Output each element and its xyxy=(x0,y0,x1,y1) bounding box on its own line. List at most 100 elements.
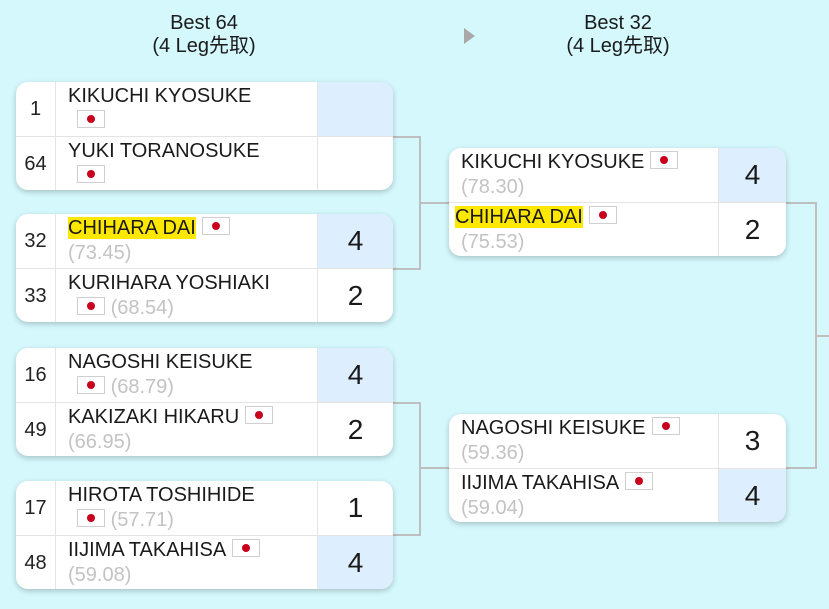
arrow-right-icon[interactable] xyxy=(464,28,475,44)
bracket-connector xyxy=(815,335,829,337)
match-card[interactable]: 32 CHIHARA DAI (73.45) 4 33 KURIHARA YOS… xyxy=(16,214,393,322)
score-cell: 4 xyxy=(317,536,393,589)
score-cell xyxy=(317,82,393,136)
round-header-best64: Best 64 (4 Leg先取) xyxy=(104,12,304,58)
seed-number: 33 xyxy=(16,269,56,322)
round-header-best32: Best 32 (4 Leg先取) xyxy=(518,12,718,58)
japan-flag-icon xyxy=(650,151,679,169)
player-row[interactable]: NAGOSHI KEISUKE (59.36) 3 xyxy=(449,414,786,468)
player-row[interactable]: KIKUCHI KYOSUKE (78.30) 4 xyxy=(449,148,786,202)
japan-flag-icon xyxy=(77,165,105,183)
player-info: KAKIZAKI HIKARU (66.95) xyxy=(68,405,274,455)
player-name[interactable]: NAGOSHI KEISUKE xyxy=(68,351,253,373)
player-row[interactable]: 32 CHIHARA DAI (73.45) 4 xyxy=(16,214,393,268)
round-format: (4 Leg先取) xyxy=(566,35,670,57)
seed-number: 16 xyxy=(16,348,56,402)
bracket-connector xyxy=(786,467,816,469)
player-info: KURIHARA YOSHIAKI (68.54) xyxy=(68,271,270,321)
round-title: Best 64 xyxy=(170,12,238,34)
japan-flag-icon xyxy=(77,509,105,527)
player-name[interactable]: IIJIMA TAKAHISA xyxy=(68,539,227,561)
bracket-connector xyxy=(419,467,450,469)
player-row[interactable]: 17 HIROTA TOSHIHIDE (57.71) 1 xyxy=(16,481,393,535)
player-name[interactable]: HIROTA TOSHIHIDE xyxy=(68,484,255,506)
score-cell: 1 xyxy=(317,481,393,535)
match-card[interactable]: KIKUCHI KYOSUKE (78.30) 4 CHIHARA DAI (7… xyxy=(449,148,786,256)
player-row[interactable]: 33 KURIHARA YOSHIAKI (68.54) 2 xyxy=(16,268,393,322)
seed-number: 1 xyxy=(16,82,56,136)
player-average: (78.30) xyxy=(461,176,525,198)
bracket-connector xyxy=(786,202,816,204)
japan-flag-icon xyxy=(588,206,617,224)
player-name[interactable]: KIKUCHI KYOSUKE xyxy=(461,151,645,173)
player-name[interactable]: YUKI TORANOSUKE xyxy=(68,140,260,162)
player-row[interactable]: 48 IIJIMA TAKAHISA (59.08) 4 xyxy=(16,535,393,589)
player-info: NAGOSHI KEISUKE (59.36) xyxy=(461,416,680,466)
score-cell xyxy=(317,137,393,190)
seed-number: 48 xyxy=(16,536,56,589)
seed-number: 32 xyxy=(16,214,56,268)
player-name[interactable]: KIKUCHI KYOSUKE xyxy=(68,85,252,107)
match-card[interactable]: 17 HIROTA TOSHIHIDE (57.71) 1 48 IIJIMA … xyxy=(16,481,393,589)
player-average: (75.53) xyxy=(461,231,525,253)
seed-number: 64 xyxy=(16,137,56,190)
player-average: (66.95) xyxy=(68,431,132,453)
score-cell: 4 xyxy=(317,214,393,268)
player-average: (57.71) xyxy=(110,509,174,531)
player-average: (59.08) xyxy=(68,564,132,586)
player-info: KIKUCHI KYOSUKE (78.30) xyxy=(461,150,679,200)
match-card[interactable]: 16 NAGOSHI KEISUKE (68.79) 4 49 KAKIZAKI… xyxy=(16,348,393,456)
player-average: (68.54) xyxy=(110,297,174,319)
bracket-connector xyxy=(393,402,420,404)
japan-flag-icon xyxy=(77,297,105,315)
score-cell: 2 xyxy=(317,403,393,456)
japan-flag-icon xyxy=(77,376,105,394)
match-card[interactable]: 1 KIKUCHI KYOSUKE 64 YUKI TORANOSUKE xyxy=(16,82,393,190)
player-row[interactable]: 1 KIKUCHI KYOSUKE xyxy=(16,82,393,136)
bracket-connector xyxy=(393,268,420,270)
score-cell: 2 xyxy=(718,203,786,256)
player-name[interactable]: IIJIMA TAKAHISA xyxy=(461,472,620,494)
seed-number: 17 xyxy=(16,481,56,535)
bracket-connector xyxy=(419,402,421,536)
player-info: KIKUCHI KYOSUKE xyxy=(68,84,251,134)
player-name[interactable]: KURIHARA YOSHIAKI xyxy=(68,272,270,294)
round-format: (4 Leg先取) xyxy=(152,35,256,57)
player-row[interactable]: CHIHARA DAI (75.53) 2 xyxy=(449,202,786,256)
player-row[interactable]: 16 NAGOSHI KEISUKE (68.79) 4 xyxy=(16,348,393,402)
japan-flag-icon xyxy=(77,110,105,128)
player-row[interactable]: 64 YUKI TORANOSUKE xyxy=(16,136,393,190)
player-row[interactable]: 49 KAKIZAKI HIKARU (66.95) 2 xyxy=(16,402,393,456)
player-name[interactable]: NAGOSHI KEISUKE xyxy=(461,417,646,439)
japan-flag-icon xyxy=(651,417,680,435)
score-cell: 4 xyxy=(718,148,786,202)
player-average: (59.36) xyxy=(461,442,525,464)
player-row[interactable]: IIJIMA TAKAHISA (59.04) 4 xyxy=(449,468,786,522)
player-info: HIROTA TOSHIHIDE (57.71) xyxy=(68,483,255,533)
seed-number: 49 xyxy=(16,403,56,456)
player-info: CHIHARA DAI (75.53) xyxy=(455,205,617,255)
japan-flag-icon xyxy=(245,406,274,424)
player-info: IIJIMA TAKAHISA (59.08) xyxy=(68,538,261,588)
score-cell: 3 xyxy=(718,414,786,468)
player-info: NAGOSHI KEISUKE (68.79) xyxy=(68,350,253,400)
japan-flag-icon xyxy=(232,539,261,557)
player-name[interactable]: KAKIZAKI HIKARU xyxy=(68,406,240,428)
match-card[interactable]: NAGOSHI KEISUKE (59.36) 3 IIJIMA TAKAHIS… xyxy=(449,414,786,522)
player-info: CHIHARA DAI (73.45) xyxy=(68,216,230,266)
bracket-connector xyxy=(393,136,420,138)
score-cell: 4 xyxy=(317,348,393,402)
score-cell: 2 xyxy=(317,269,393,322)
player-average: (73.45) xyxy=(68,242,132,264)
bracket-connector xyxy=(419,202,450,204)
score-cell: 4 xyxy=(718,469,786,522)
player-info: YUKI TORANOSUKE xyxy=(68,139,260,189)
japan-flag-icon xyxy=(201,217,230,235)
round-title: Best 32 xyxy=(584,12,652,34)
player-name[interactable]: CHIHARA DAI xyxy=(68,217,196,239)
player-info: IIJIMA TAKAHISA (59.04) xyxy=(461,471,654,521)
player-name[interactable]: CHIHARA DAI xyxy=(455,206,583,228)
japan-flag-icon xyxy=(625,472,654,490)
player-average: (68.79) xyxy=(110,376,174,398)
player-average: (59.04) xyxy=(461,497,525,519)
